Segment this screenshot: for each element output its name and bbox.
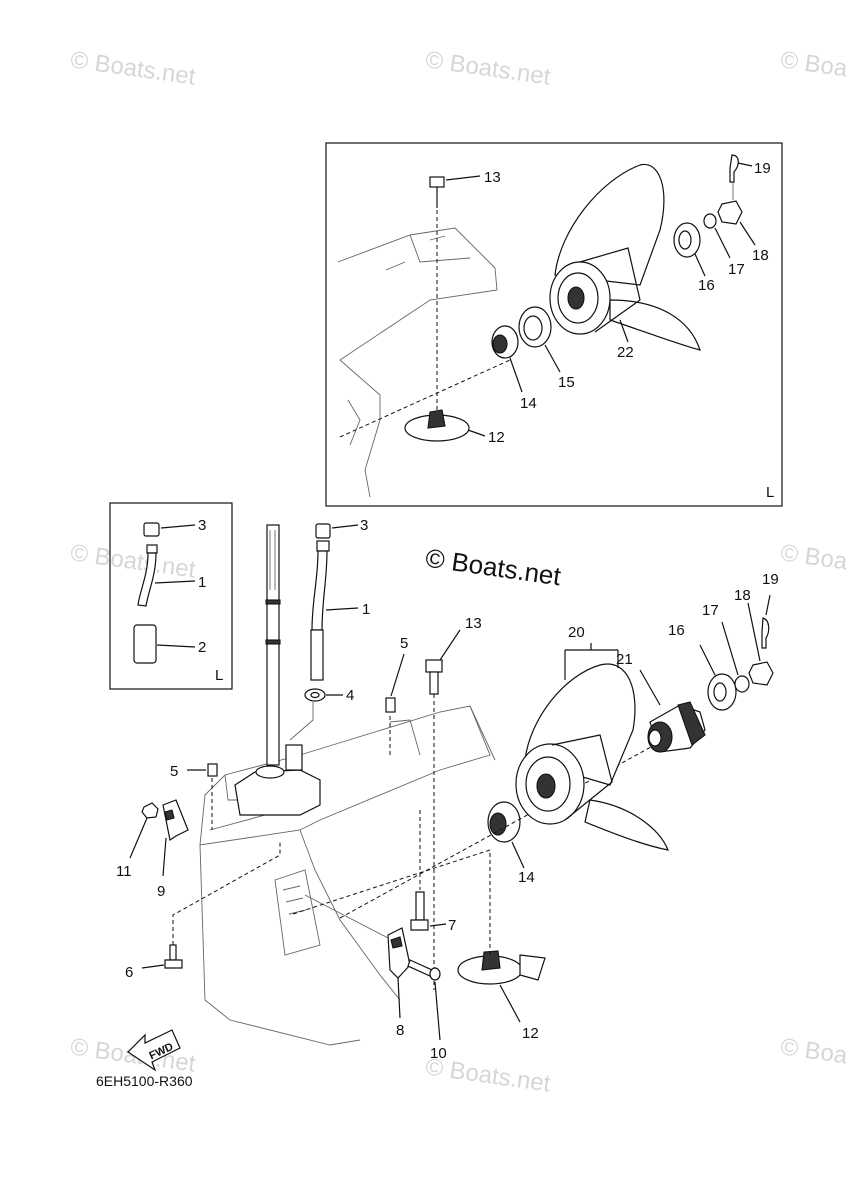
callout-11: 11 — [116, 863, 132, 880]
forward-direction-arrow: FWD — [127, 1029, 181, 1072]
callout-18-inset: 18 — [752, 247, 769, 264]
callout-19-inset: 19 — [754, 160, 771, 177]
bolt-7 — [410, 810, 447, 931]
thrust-bushing-14-inset — [491, 325, 523, 393]
callout-10: 10 — [430, 1045, 447, 1062]
callout-13-inset: 13 — [484, 169, 501, 186]
cap-3 — [315, 523, 359, 539]
callout-7: 7 — [448, 917, 456, 934]
washer-17 — [721, 621, 750, 693]
callout-13: 13 — [465, 615, 482, 632]
hose-1-inset — [137, 544, 196, 607]
callout-1-inset: 1 — [198, 574, 206, 591]
callout-17-inset: 17 — [728, 261, 745, 278]
inset-frame-top — [325, 142, 783, 507]
hose-inset-panel: L 3 1 2 — [109, 502, 233, 690]
callout-2: 2 — [198, 639, 206, 656]
bolt-13 — [425, 629, 461, 990]
gearcase-ghost-outline — [337, 227, 498, 498]
propeller-22 — [549, 163, 701, 351]
callout-8: 8 — [396, 1022, 404, 1039]
callout-19: 19 — [762, 571, 779, 588]
dowel-pin-5-lower — [187, 763, 218, 830]
callout-5-lower: 5 — [170, 763, 178, 780]
callout-6: 6 — [125, 964, 133, 981]
callout-1: 1 — [362, 601, 370, 618]
cap-3-inset — [143, 522, 196, 537]
callout-16: 16 — [668, 622, 685, 639]
spacer-16 — [699, 644, 737, 711]
callout-14: 14 — [518, 869, 535, 886]
inset-frame-left — [109, 502, 233, 690]
gearcase-outline — [199, 705, 496, 1046]
drive-shaft — [265, 524, 281, 766]
lower-unit-main-view: FWD 3 1 4 5 13 5 11 9 6 7 8 10 12 14 20 … — [116, 517, 779, 1072]
callout-15-inset: 15 — [558, 374, 575, 391]
sleeve-2-inset — [133, 624, 196, 664]
callout-12: 12 — [522, 1025, 539, 1042]
nut-18 — [747, 602, 774, 686]
anode-8 — [304, 894, 411, 1019]
hose-1 — [310, 540, 359, 681]
callout-bracket-20 — [564, 643, 619, 680]
diagram-code: 6EH5100-R360 — [96, 1073, 193, 1089]
propeller-inset-panel: L — [325, 142, 783, 507]
inset-marker-left: L — [215, 667, 223, 684]
nut-11 — [129, 802, 159, 859]
dowel-pin-5-upper — [385, 653, 405, 755]
callout-4: 4 — [346, 687, 354, 704]
callout-5-upper: 5 — [400, 635, 408, 652]
callout-21: 21 — [616, 651, 633, 668]
propeller-20 — [515, 663, 669, 851]
spacer-16-inset — [673, 222, 706, 277]
spacer-15-inset — [518, 306, 561, 373]
water-pump-housing — [234, 744, 321, 816]
grommet-4 — [289, 688, 343, 741]
washer-17-inset — [703, 213, 731, 259]
callout-12-inset: 12 — [488, 429, 505, 446]
shift-hub-21 — [639, 669, 706, 753]
cotter-pin-19-inset — [729, 154, 753, 200]
callout-3: 3 — [360, 517, 368, 534]
bolt-13-inset — [429, 175, 481, 410]
anode-plate-12-inset — [404, 409, 486, 442]
cotter-pin-19 — [761, 594, 771, 649]
callout-20: 20 — [568, 624, 585, 641]
callout-14-inset: 14 — [520, 395, 537, 412]
bolt-6 — [141, 840, 281, 969]
callout-18: 18 — [734, 587, 751, 604]
anode-plate-12 — [289, 849, 546, 1023]
nut-18-inset — [717, 200, 756, 246]
callout-22: 22 — [617, 344, 634, 361]
thrust-bushing-14 — [487, 801, 525, 869]
callout-16-inset: 16 — [698, 277, 715, 294]
bolt-10 — [407, 959, 441, 1041]
callout-17: 17 — [702, 602, 719, 619]
trim-tab-9 — [162, 799, 189, 877]
inset-marker-top: L — [766, 484, 774, 501]
callout-9: 9 — [157, 883, 165, 900]
callout-3-inset: 3 — [198, 517, 206, 534]
